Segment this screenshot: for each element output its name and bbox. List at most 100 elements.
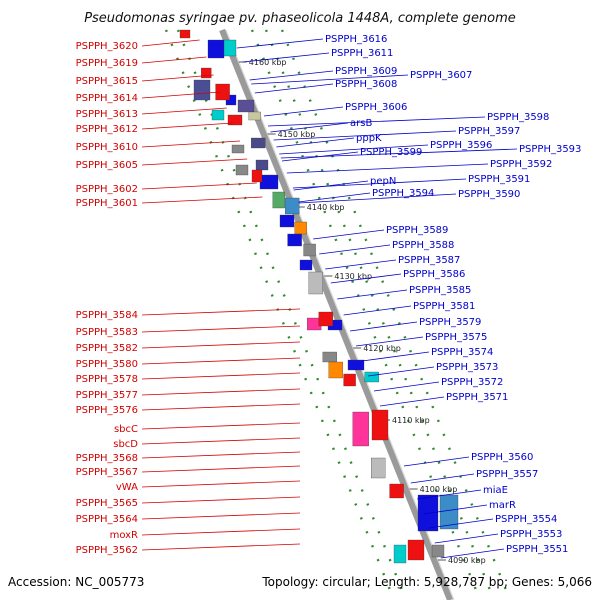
left-label-25: PSPPH_3562 [76, 545, 138, 556]
right-leader-8 [267, 116, 486, 127]
left-label-8: PSPPH_3602 [76, 184, 138, 195]
left-label-12: PSPPH_3582 [76, 343, 138, 354]
left-leader-8 [141, 182, 257, 190]
right-label-30: PSPPH_3560 [471, 452, 533, 463]
right-leader-17 [298, 193, 457, 204]
right-leader-21 [330, 273, 402, 284]
tick-label: 4150 kbp [278, 130, 316, 139]
right-label-23: PSPPH_3581 [413, 301, 475, 312]
right-label-12: PSPPH_3593 [519, 144, 581, 155]
dotted-track-0 [164, 29, 396, 600]
right-label-0: PSPPH_3616 [325, 34, 387, 45]
left-label-7: PSPPH_3605 [76, 160, 138, 171]
forward-gene-3 [237, 99, 255, 113]
forward-gene-13 [303, 243, 316, 257]
accession-text: Accession: NC_005773 [8, 575, 144, 589]
left-leader-5 [141, 122, 233, 130]
right-label-29: PSPPH_3571 [446, 392, 508, 403]
right-label-16: PSPPH_3594 [372, 188, 434, 199]
reverse-gene-8 [251, 169, 263, 183]
genome-backbone [219, 28, 455, 600]
right-leader-23 [343, 305, 412, 316]
right-leader-13 [286, 163, 489, 174]
right-leader-1 [242, 52, 330, 63]
left-leader-13 [141, 357, 301, 365]
right-label-15: PSPPH_3591 [468, 174, 530, 185]
right-leader-4 [254, 83, 334, 94]
topology-text: Topology: circular; Length: 5,928,787 bp… [261, 575, 592, 589]
left-label-6: PSPPH_3610 [76, 142, 138, 153]
left-label-23: PSPPH_3564 [76, 514, 138, 525]
right-leader-35 [434, 533, 499, 544]
right-leader-30 [403, 456, 470, 467]
reverse-gene-14 [352, 411, 369, 447]
right-leader-36 [440, 548, 505, 559]
left-leader-15 [141, 388, 301, 396]
right-leader-20 [325, 259, 397, 270]
right-label-14: pepN [370, 176, 396, 187]
right-label-17: PSPPH_3590 [458, 189, 520, 200]
gene-features [179, 29, 459, 564]
left-label-18: sbcD [113, 439, 138, 450]
forward-gene-5 [251, 137, 266, 149]
right-leader-33 [423, 504, 488, 515]
left-leader-17 [141, 422, 301, 430]
left-leader-11 [141, 325, 301, 333]
forward-gene-10 [279, 214, 295, 228]
left-label-11: PSPPH_3583 [76, 327, 138, 338]
reverse-gene-10 [318, 311, 333, 327]
right-label-21: PSPPH_3586 [403, 269, 465, 280]
reverse-gene-1 [201, 67, 212, 79]
reverse-gene-5 [227, 114, 243, 126]
reverse-gene-0 [179, 29, 191, 39]
forward-gene-7 [259, 174, 279, 190]
left-leader-6 [141, 140, 241, 148]
backbone-line [219, 28, 453, 600]
right-leader-3 [251, 74, 409, 85]
left-label-0: PSPPH_3620 [76, 41, 138, 52]
left-leader-21 [141, 480, 301, 488]
reverse-gene-11 [322, 351, 337, 363]
right-leader-5 [263, 106, 344, 117]
right-label-34: PSPPH_3554 [495, 514, 557, 525]
right-leader-25 [355, 336, 424, 347]
left-label-3: PSPPH_3614 [76, 93, 138, 104]
reverse-gene-17 [389, 483, 404, 499]
reverse-gene-13 [343, 373, 356, 387]
right-leader-32 [417, 489, 482, 500]
right-label-4: PSPPH_3608 [335, 79, 397, 90]
right-leader-14 [293, 180, 369, 191]
right-label-35: PSPPH_3553 [500, 529, 562, 540]
left-label-21: vWA [116, 482, 138, 493]
forward-gene-11 [294, 221, 307, 235]
left-leader-19 [141, 451, 301, 459]
reverse-gene-4 [211, 109, 225, 121]
right-leader-19 [319, 244, 391, 255]
right-label-20: PSPPH_3587 [398, 255, 460, 266]
right-label-24: PSPPH_3579 [419, 317, 481, 328]
right-leader-12 [280, 148, 518, 159]
dotted-track-4 [280, 29, 512, 600]
left-leader-23 [141, 512, 301, 520]
right-leader-27 [367, 366, 435, 377]
right-leader-24 [349, 321, 418, 332]
left-leader-10 [141, 308, 301, 316]
reverse-gene-12 [328, 361, 343, 379]
dotted-track-3 [264, 29, 496, 600]
left-label-10: PSPPH_3584 [76, 310, 138, 321]
tick-label: 4100 kbp [420, 485, 458, 494]
left-label-17: sbcC [114, 424, 138, 435]
left-label-22: PSPPH_3565 [76, 498, 138, 509]
forward-gene-0 [207, 39, 225, 59]
left-leader-9 [141, 196, 263, 204]
right-label-7: pppK [356, 133, 382, 144]
forward-gene-9 [285, 197, 300, 215]
left-label-14: PSPPH_3578 [76, 374, 138, 385]
left-label-4: PSPPH_3613 [76, 109, 138, 120]
forward-gene-1 [223, 39, 237, 57]
right-label-5: PSPPH_3606 [345, 102, 407, 113]
left-leader-7 [141, 158, 248, 166]
right-leader-22 [337, 289, 408, 300]
